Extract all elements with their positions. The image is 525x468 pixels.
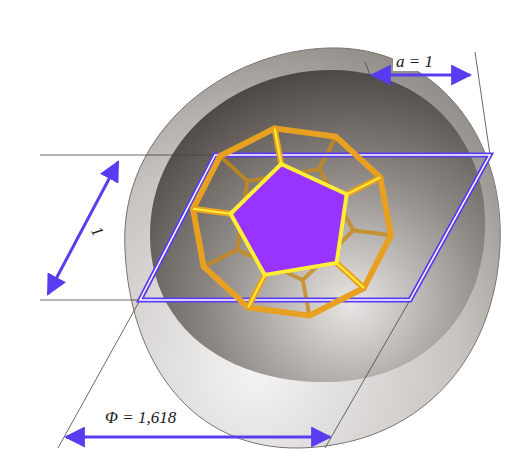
bowl-opening [150,70,485,382]
spoke-edge [347,177,381,194]
spoke-highlight [248,275,265,307]
golden-rectangle [140,155,490,300]
extension-line [365,62,372,80]
back-edge [220,156,247,181]
extension-lines [40,52,490,448]
spoke-highlight [275,128,282,164]
dimension-label: a = 1 [393,52,436,71]
front-edges [231,164,347,275]
dimension-arrows [48,75,470,437]
spoke-edge [275,128,282,164]
spoke-edge [337,263,364,288]
bowl-outer [125,48,501,448]
spoke-edge [248,275,265,307]
dimension-label: Φ = 1,618 [102,408,179,427]
dodecahedron-front [193,128,391,315]
spoke-highlight [337,263,364,288]
spoke-edge [193,209,231,214]
spoke-highlight [347,177,381,194]
equator-edges [193,128,391,315]
spoke-highlight [193,209,231,214]
back-edge [353,230,391,235]
dimension-label: 1 [85,221,109,243]
front-face [231,164,347,275]
back-edge [204,250,238,267]
